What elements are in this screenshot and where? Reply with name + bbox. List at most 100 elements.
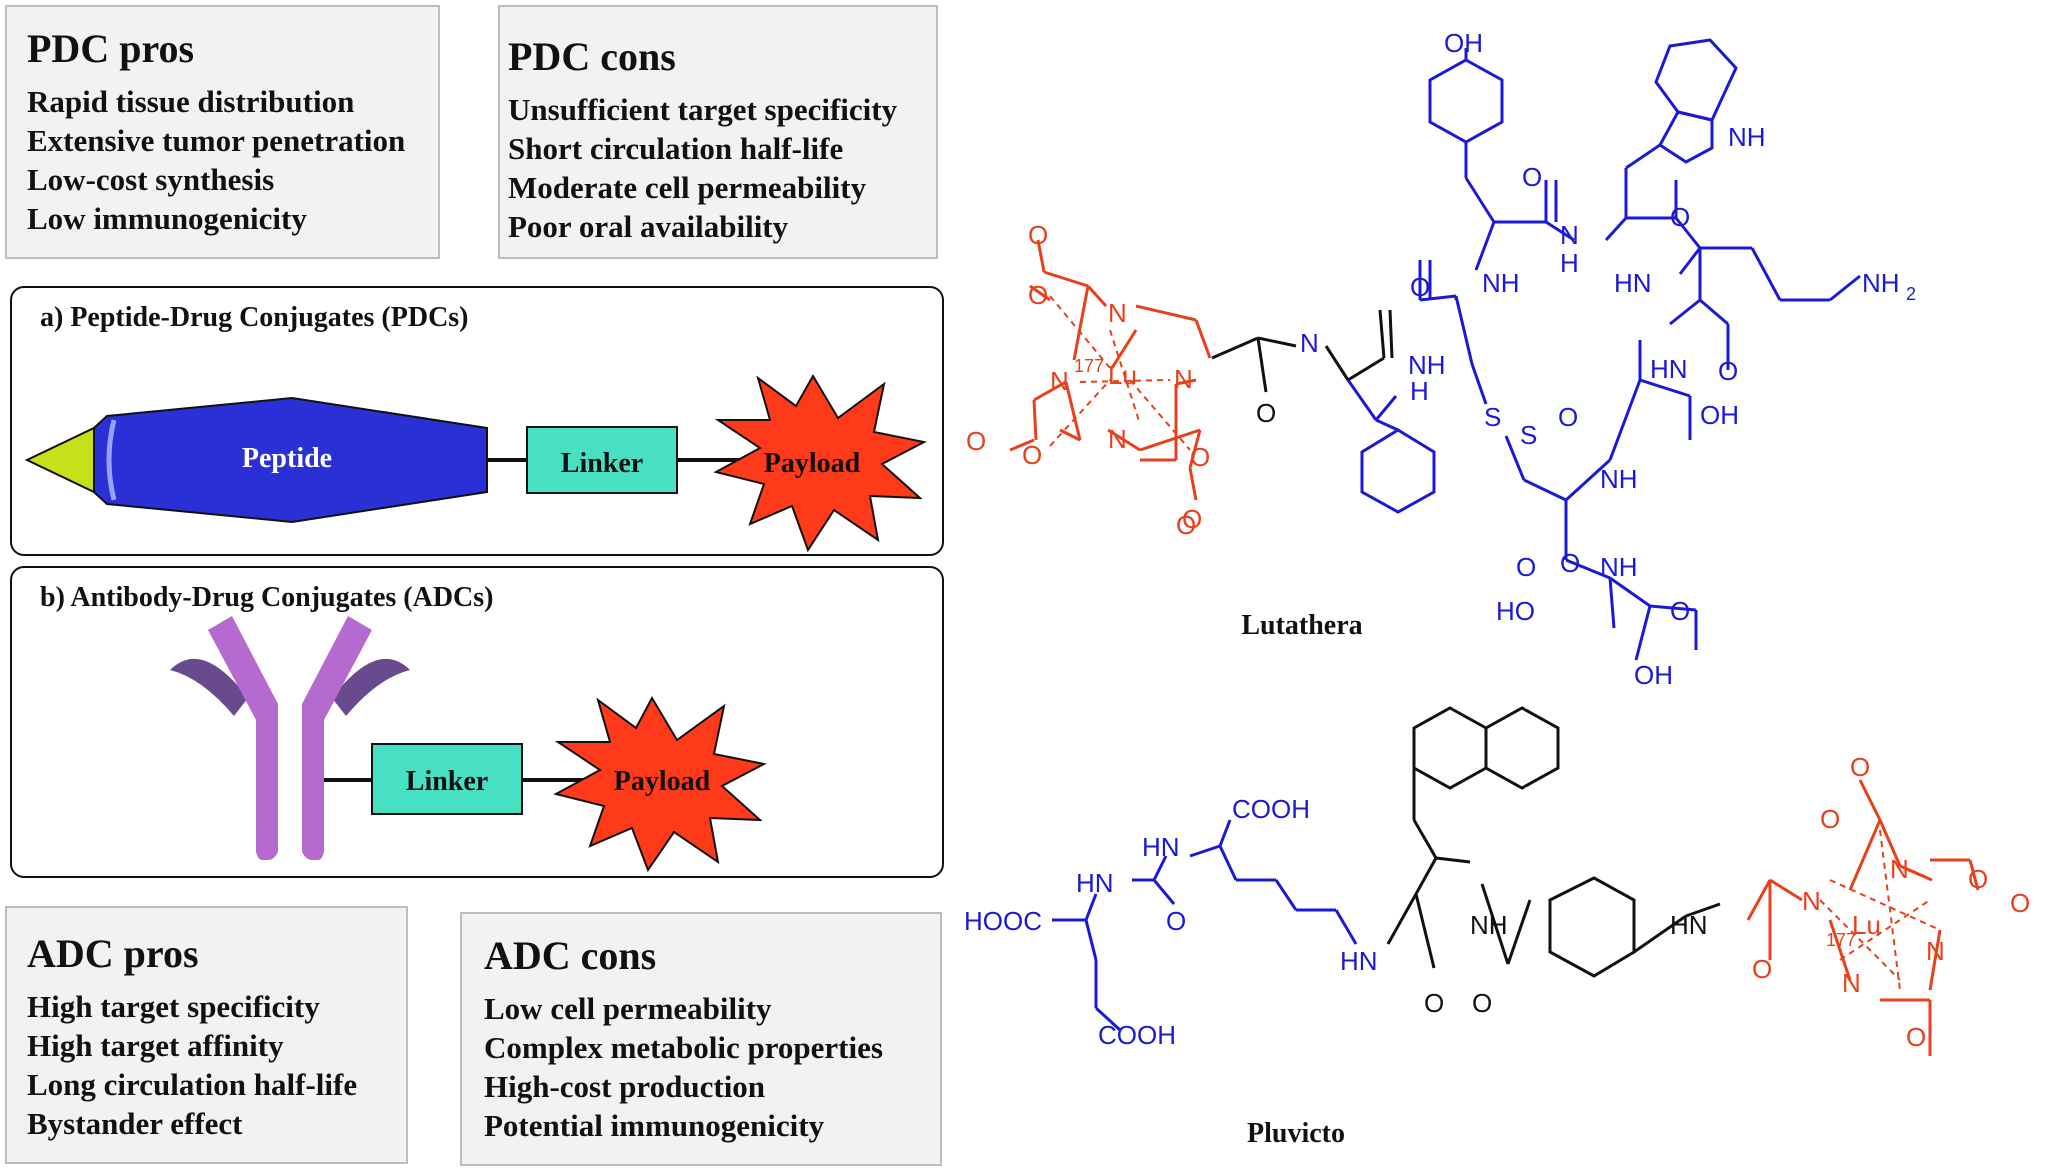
lutathera-label: O	[1522, 162, 1542, 192]
lutathera-label: Lu	[1108, 360, 1137, 390]
pluvicto-label: N	[1890, 854, 1909, 884]
pluvicto-label: O	[1906, 1022, 1926, 1052]
lutathera-label: H	[1410, 376, 1429, 406]
linker-label: Linker	[406, 766, 488, 797]
pluvicto-label: O	[1166, 906, 1186, 936]
antibody-right-heavy-chain	[302, 616, 372, 860]
pdc-schematic: Peptide Linker Payload	[24, 374, 927, 553]
lutathera-label: O	[1176, 510, 1196, 540]
pluvicto-label: Lu	[1852, 910, 1881, 940]
adc-pros-box: ADC pros High target specificity High ta…	[5, 906, 408, 1164]
pluvicto-label: COOH	[1098, 1020, 1176, 1050]
pluvicto-label: O	[1820, 804, 1840, 834]
lutathera-label: 2	[1906, 284, 1916, 304]
list-item: Extensive tumor penetration	[27, 123, 406, 158]
adc-cons-list: Low cell permeability Complex metabolic …	[484, 989, 918, 1145]
lutathera-label: O	[1560, 548, 1580, 578]
pdc-pros-box: PDC pros Rapid tissue distribution Exten…	[5, 5, 440, 259]
pluvicto-label: O	[2010, 888, 2030, 918]
pluvicto-label: 177	[1826, 930, 1856, 950]
payload-label: Payload	[764, 448, 861, 479]
lutathera-label: O	[1718, 356, 1738, 386]
adc-pros-title: ADC pros	[27, 931, 199, 976]
lutathera-label: OH	[1634, 660, 1673, 690]
antibody-right-light-chain	[332, 658, 410, 716]
lutathera-label: O	[1670, 596, 1690, 626]
lutathera-name: Lutathera	[1241, 610, 1362, 641]
pluvicto-label: O	[1424, 988, 1444, 1018]
list-item: Poor oral availability	[508, 209, 789, 244]
lutathera-label: O	[1190, 442, 1210, 472]
lutathera-label: N	[1560, 220, 1579, 250]
lutathera-label: NH	[1408, 350, 1446, 380]
pluvicto-label: N	[1926, 936, 1945, 966]
lutathera-label: S	[1520, 420, 1537, 450]
lutathera-label: N	[1108, 424, 1127, 454]
lutathera-label: O	[1022, 440, 1042, 470]
lutathera-label: N	[1300, 328, 1319, 358]
list-item: Unsufficient target specificity	[508, 92, 898, 127]
list-item: Complex metabolic properties	[484, 1030, 883, 1065]
adc-pros-list: High target specificity High target affi…	[27, 987, 386, 1143]
list-item: Long circulation half-life	[27, 1067, 358, 1102]
pluvicto-label: HN	[1340, 946, 1378, 976]
list-item: Potential immunogenicity	[484, 1108, 825, 1143]
pluvicto-label: O	[1472, 988, 1492, 1018]
lutathera-label: O	[1670, 202, 1690, 232]
payload-burst	[713, 374, 927, 553]
lutathera-label: OH	[1444, 28, 1483, 58]
lutathera-label: NH	[1600, 464, 1638, 494]
list-item: High target affinity	[27, 1028, 284, 1063]
lutathera-label: HN	[1614, 268, 1652, 298]
lutathera-label: O	[1558, 402, 1578, 432]
antibody-left-heavy-chain	[208, 616, 278, 860]
pluvicto-label: NH	[1470, 910, 1508, 940]
pdc-panel: a) Peptide-Drug Conjugates (PDCs) Peptid…	[10, 286, 944, 556]
pluvicto-label: HOOC	[964, 906, 1042, 936]
lutathera-label: O	[1516, 552, 1536, 582]
adc-schematic: Linker Payload	[170, 616, 767, 873]
pdc-pros-title: PDC pros	[27, 26, 195, 71]
pdc-cons-title: PDC cons	[508, 34, 676, 79]
lutathera-label: O	[1028, 220, 1048, 250]
lutathera-label: N	[1050, 366, 1069, 396]
adc-cons-title: ADC cons	[484, 933, 657, 978]
pluvicto-name: Pluvicto	[1247, 1118, 1345, 1149]
list-item: Moderate cell permeability	[508, 170, 867, 205]
pluvicto-label: HN	[1670, 910, 1708, 940]
lutathera-label: O	[1410, 272, 1430, 302]
list-item: High-cost production	[484, 1069, 766, 1104]
peptide-shape	[93, 396, 488, 524]
list-item: Rapid tissue distribution	[27, 84, 355, 119]
pdc-cons-box: PDC cons Unsufficient target specificity…	[498, 5, 938, 259]
list-item: Low immunogenicity	[27, 201, 307, 236]
lutathera-label: NH	[1600, 552, 1638, 582]
adc-cons-box: ADC cons Low cell permeability Complex m…	[460, 912, 942, 1166]
pluvicto-label: COOH	[1232, 794, 1310, 824]
lutathera-label: O	[1182, 504, 1202, 534]
lutathera-label: 177	[1074, 356, 1104, 376]
pdc-panel-title: a) Peptide-Drug Conjugates (PDCs)	[40, 302, 469, 333]
peptide-highlight	[106, 419, 117, 501]
linker-label: Linker	[561, 448, 643, 479]
lutathera-label: OH	[1700, 400, 1739, 430]
adc-panel: b) Antibody-Drug Conjugates (ADCs) Linke…	[10, 566, 944, 878]
lutathera-label: O	[966, 426, 986, 456]
lutathera-label: H	[1560, 248, 1579, 278]
lutathera-label: O	[1028, 280, 1048, 310]
lutathera-label: HN	[1650, 354, 1688, 384]
pluvicto-label: N	[1842, 968, 1861, 998]
lutathera-label: NH	[1728, 122, 1766, 152]
list-item: Low cell permeability	[484, 991, 772, 1026]
pluvicto-structure: COOH HN HN HOOC O COOH HN NH O O HN O O …	[964, 706, 2030, 1149]
antibody-left-light-chain	[170, 658, 248, 716]
pluvicto-label: O	[1968, 864, 1988, 894]
list-item: Bystander effect	[27, 1106, 243, 1141]
pluvicto-label: O	[1850, 752, 1870, 782]
linker-box	[526, 426, 678, 494]
pluvicto-label: HN	[1142, 832, 1180, 862]
pluvicto-label: O	[1752, 954, 1772, 984]
linker-box	[371, 743, 523, 815]
lutathera-label: O	[1256, 398, 1276, 428]
